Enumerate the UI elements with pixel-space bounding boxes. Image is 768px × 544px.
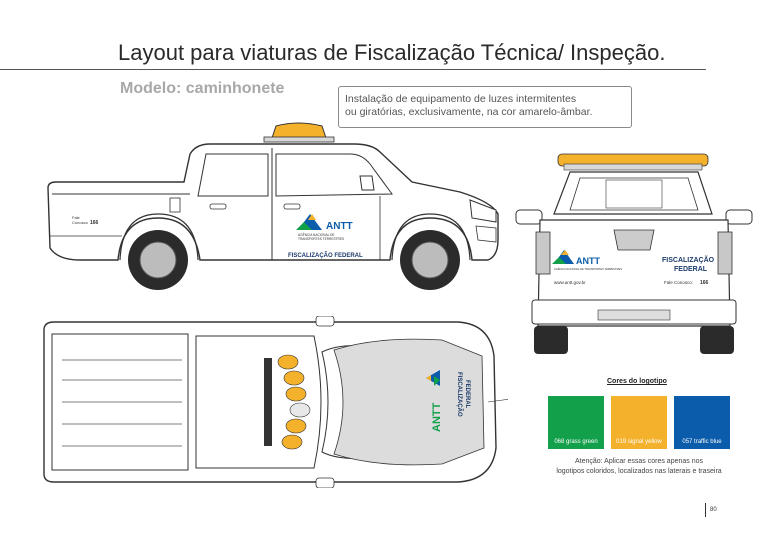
page-number-rule <box>705 503 706 517</box>
top-amber-lights <box>277 354 311 450</box>
swatch-blue-label: 057 traffic blue <box>682 439 722 445</box>
page-title: Layout para viaturas de Fiscalização Téc… <box>118 40 666 65</box>
truck-rear-view: ANTT AGÊNCIA NACIONAL DE TRANSPORTES TER… <box>515 153 753 354</box>
rear-logo-subtitle: AGÊNCIA NACIONAL DE TRANSPORTES TERRESTR… <box>554 266 622 271</box>
top-label-line1: FISCALIZAÇÃO <box>456 372 463 417</box>
side-phone: 166 <box>90 220 99 226</box>
swatch-green: 068 grass green <box>548 396 604 449</box>
truck-top-view: ANTT FISCALIZAÇÃO FEDERAL <box>43 316 508 488</box>
legend-note-line-2: logotipos coloridos, localizados nas lat… <box>556 468 722 475</box>
rear-label-line2: FEDERAL <box>674 266 708 273</box>
rear-website: www.antt.gov.br <box>554 280 586 285</box>
side-logo-text: ANTT <box>326 221 353 232</box>
rear-right-wheel <box>700 326 734 354</box>
swatch-yellow: 019 signal yellow <box>611 396 667 449</box>
callout-text: Instalação de equipamento de luzes inter… <box>345 93 635 119</box>
top-antt-logo <box>426 370 440 386</box>
side-logo-subtitle-1: AGÊNCIA NACIONAL DE <box>298 232 335 237</box>
side-light-bar <box>271 122 327 139</box>
callout-line-1: Instalação de equipamento de luzes inter… <box>345 93 577 105</box>
top-logo-text: ANTT <box>431 402 443 432</box>
legend-note: Atenção: Aplicar essas cores apenas nos … <box>548 457 730 477</box>
rear-left-wheel <box>534 326 568 354</box>
callout-box <box>338 86 632 128</box>
title-rule <box>0 69 706 70</box>
swatch-yellow-label: 019 signal yellow <box>616 439 662 445</box>
rear-phone: 166 <box>700 280 709 286</box>
rear-fale-conosco: Fale Conosco: <box>664 280 693 285</box>
model-label: Modelo: caminhonete <box>120 80 285 97</box>
side-fale-1: Fale <box>72 215 81 220</box>
side-logo-subtitle-2: TRANSPORTES TERRESTRES <box>298 237 344 241</box>
legend-note-line-1: Atenção: Aplicar essas cores apenas nos <box>574 458 704 465</box>
side-light-base <box>263 136 335 143</box>
rear-antt-logo <box>552 250 574 264</box>
side-fale-2: Conosco <box>72 220 89 225</box>
rear-logo-text: ANTT <box>576 256 600 266</box>
top-label-line2: FEDERAL <box>464 380 470 409</box>
callout-line-2: ou giratórias, exclusivamente, na cor am… <box>345 106 593 118</box>
side-antt-logo <box>296 214 322 230</box>
side-door-label: FISCALIZAÇÃO FEDERAL <box>288 252 363 259</box>
swatch-green-label: 068 grass green <box>554 439 598 445</box>
legend-title: Cores do logotipo <box>607 378 667 385</box>
top-hood <box>333 338 485 466</box>
rear-label-line1: FISCALIZAÇÃO <box>662 255 715 264</box>
truck-side-view: ANTT AGÊNCIA NACIONAL DE TRANSPORTES TER… <box>47 122 499 290</box>
swatch-blue: 057 traffic blue <box>674 396 730 449</box>
side-body-outline <box>47 143 499 261</box>
side-rear-window <box>197 153 269 197</box>
page-number: 80 <box>710 507 717 513</box>
